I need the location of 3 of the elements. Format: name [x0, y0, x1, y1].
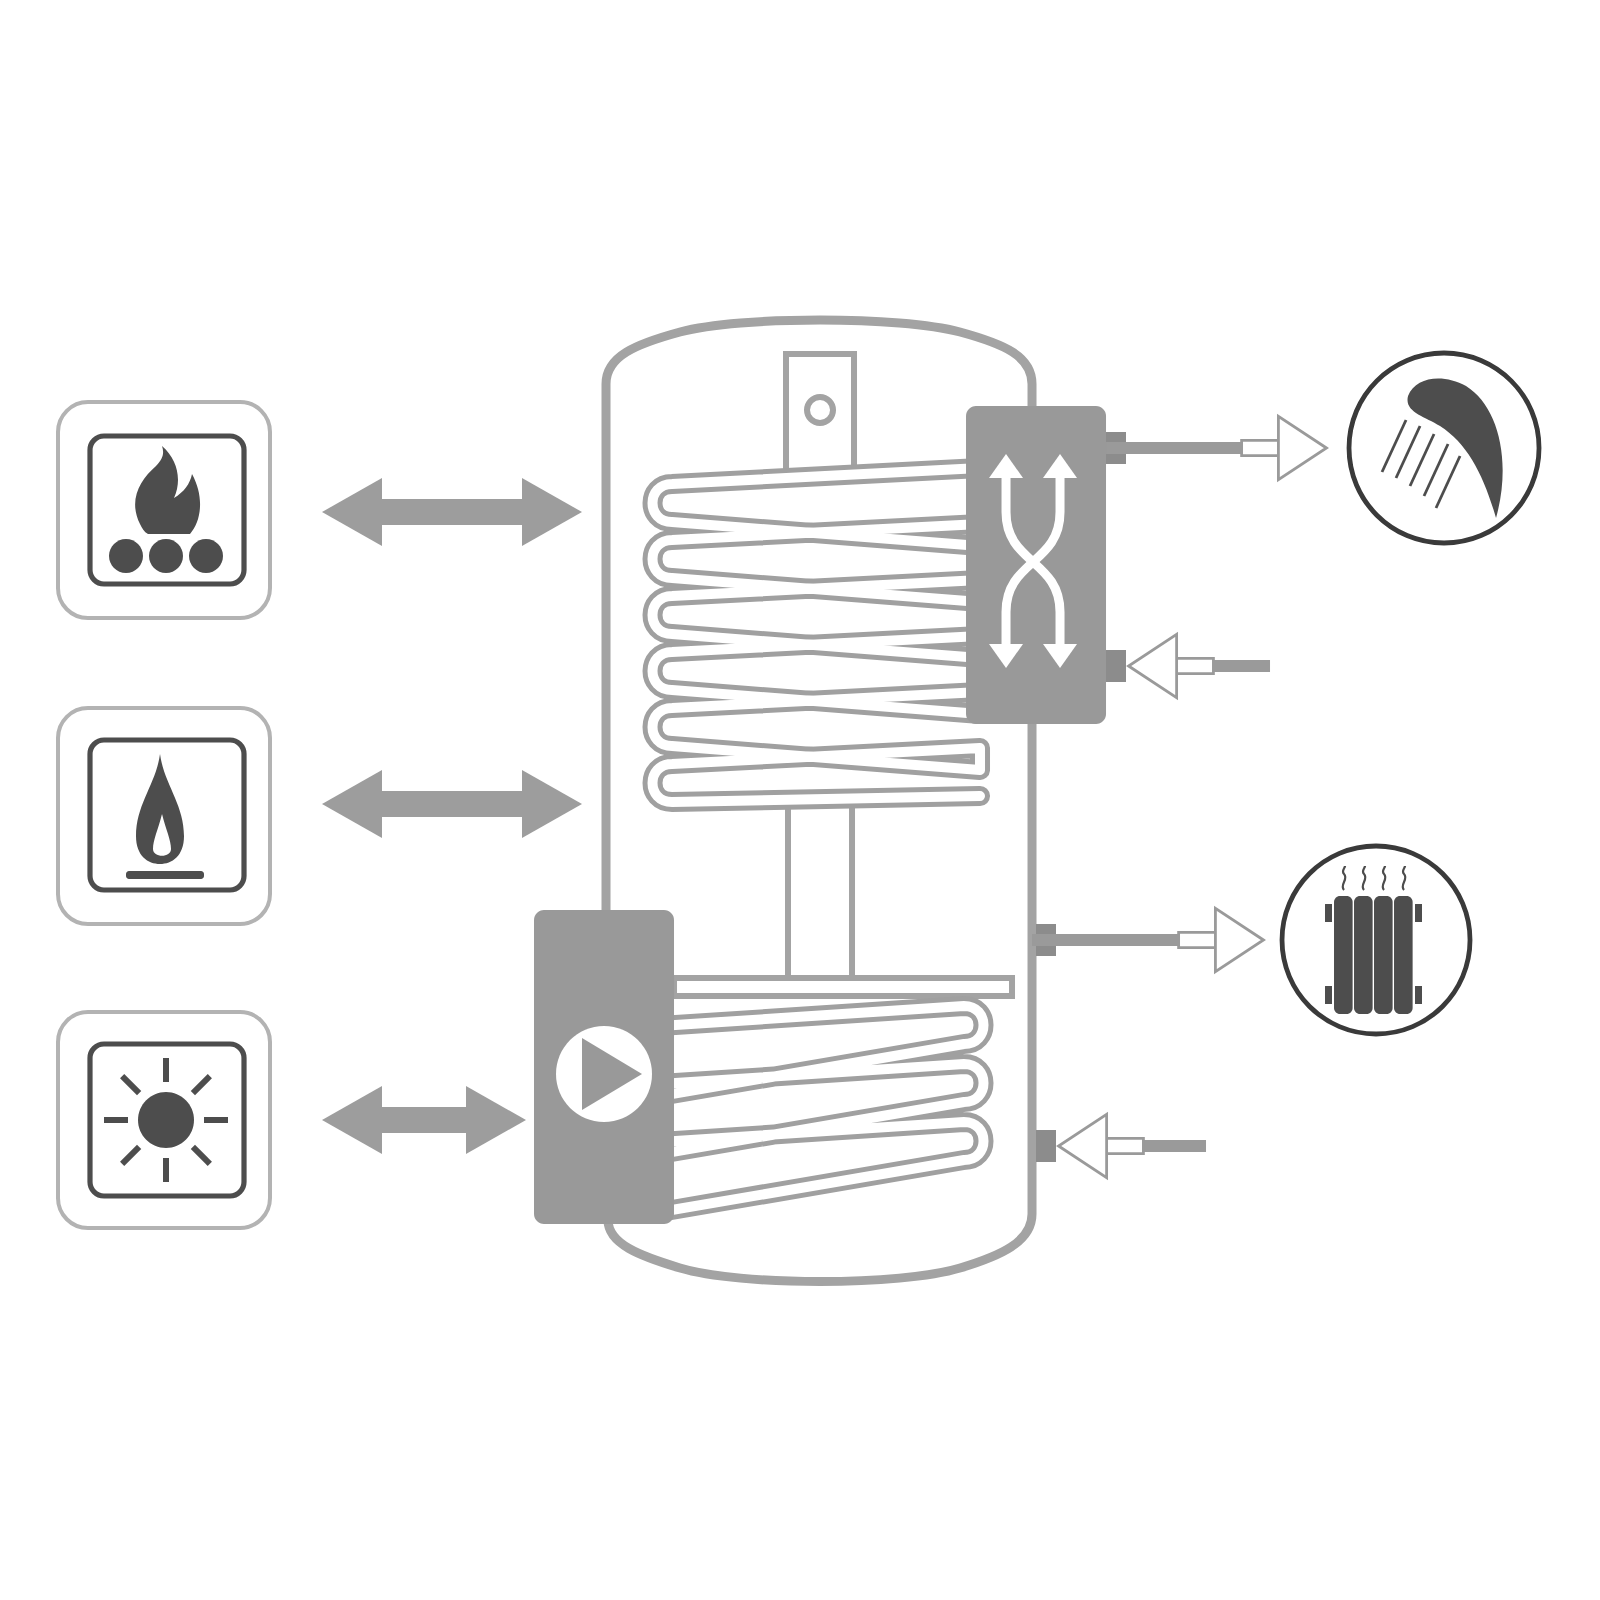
double-arrow — [322, 478, 582, 546]
double-arrow — [322, 770, 582, 838]
double-arrow — [322, 1086, 526, 1154]
